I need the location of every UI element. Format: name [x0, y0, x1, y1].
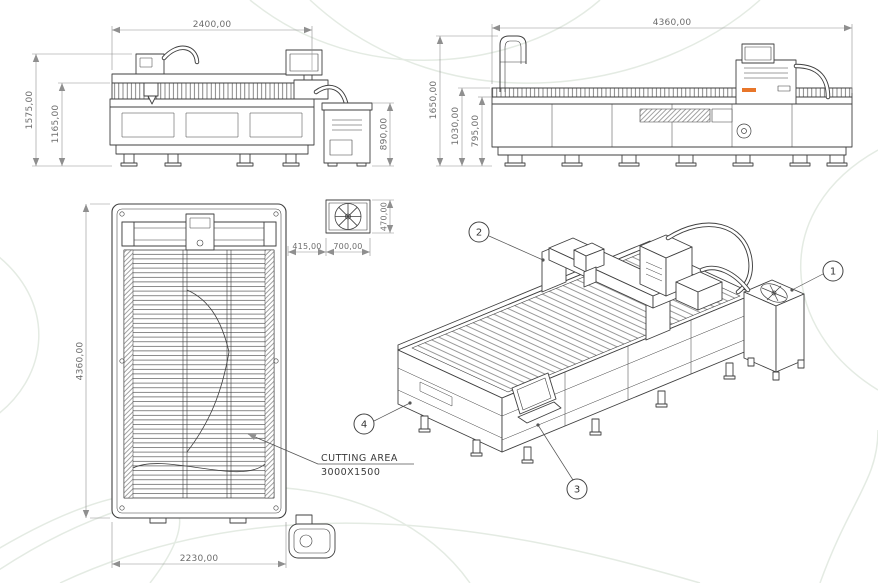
- balloon-1: 1: [822, 260, 844, 282]
- iso-gantry: [541, 234, 693, 341]
- balloon-4: 4: [353, 413, 375, 435]
- dim-front-fan-height: 470,00: [380, 202, 389, 231]
- side-control-cabinet: [735, 43, 831, 105]
- plan-console-unit: [288, 514, 336, 559]
- isometric-view: 1 2 3 4: [353, 221, 844, 500]
- dim-front-width: 2400,00: [193, 20, 232, 30]
- balloon-4-label: 4: [361, 420, 367, 431]
- front-control-console: [285, 49, 329, 100]
- front-view: 2400,00 1575,00 1165,00 890,00 470,00 41…: [25, 20, 394, 256]
- dim-front-bed-height: 1165,00: [51, 105, 61, 144]
- dim-side-frame-height: 1030,00: [451, 107, 461, 146]
- dim-plan-width: 2230,00: [180, 554, 219, 564]
- dim-front-chiller-width: 700,00: [333, 242, 362, 251]
- dim-front-total-height: 1575,00: [25, 91, 35, 130]
- side-dimensions: 4360,00 1650,00 1030,00 795,00: [429, 18, 853, 167]
- front-fan-unit: [325, 199, 371, 234]
- balloon-2-label: 2: [476, 228, 482, 239]
- iso-end-machinery: [675, 271, 723, 311]
- dim-side-length: 4360,00: [653, 18, 692, 28]
- balloon-1-label: 1: [830, 267, 836, 278]
- iso-chiller-unit: [743, 279, 805, 381]
- iso-machine: [397, 240, 755, 464]
- plan-gantry: [121, 213, 277, 251]
- iso-balloons: 1 2 3 4: [353, 221, 844, 500]
- side-machine-body: [491, 87, 853, 167]
- balloon-3-label: 3: [574, 485, 580, 496]
- brand-logo-mark: [742, 88, 756, 92]
- dim-front-chiller-height: 890,00: [380, 118, 390, 151]
- plan-table: [111, 203, 287, 524]
- front-chiller-unit: [313, 84, 373, 167]
- plan-view: 4360,00 2230,00 CUTTING AREA 3000X1500: [76, 203, 414, 568]
- dim-plan-length: 4360,00: [76, 342, 86, 381]
- cutting-area-size: 3000X1500: [321, 467, 380, 478]
- fan-icon: [334, 203, 362, 230]
- cutting-area-title: CUTTING AREA: [321, 453, 398, 464]
- cutting-area-callout: CUTTING AREA 3000X1500: [247, 433, 414, 478]
- chiller-fan-icon: [760, 283, 788, 303]
- iso-hoses: [665, 222, 753, 295]
- plan-dimensions: 4360,00 2230,00: [76, 203, 287, 568]
- balloon-2: 2: [468, 221, 490, 243]
- balloon-3: 3: [566, 478, 588, 500]
- front-gantry-head: [135, 45, 200, 105]
- dim-front-offset: 415,00: [292, 242, 321, 251]
- front-machine-body: [109, 73, 315, 167]
- front-dimensions: 2400,00 1575,00 1165,00 890,00 470,00 41…: [25, 20, 394, 256]
- dim-side-bed-height: 795,00: [471, 115, 481, 148]
- side-hose-tower: [499, 35, 527, 92]
- side-view: 4360,00 1650,00 1030,00 795,00: [429, 18, 853, 167]
- dim-side-total-height: 1650,00: [429, 81, 439, 120]
- iso-monitor-console: [511, 372, 562, 424]
